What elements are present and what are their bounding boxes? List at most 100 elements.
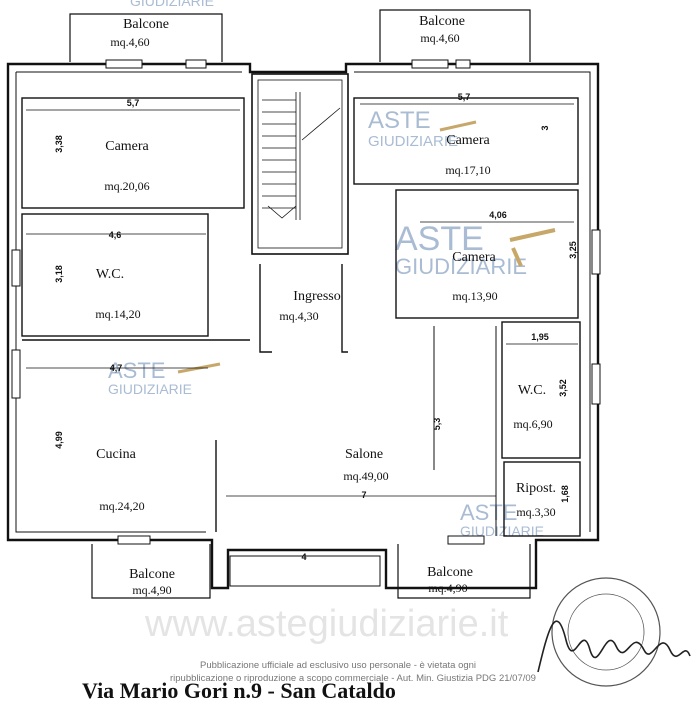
cucina-walls	[22, 339, 250, 532]
camera-top-left-area: mq.20,06	[104, 179, 149, 193]
window-top-left-2	[185, 59, 207, 69]
watermark-logo-mid: ASTE GIUDIZIARIE	[395, 220, 556, 279]
watermark-layer: www.astegiudiziarie.it ASTE GIUDIZIARIE …	[108, 0, 556, 645]
ingresso-area: mq.4,30	[279, 309, 318, 323]
watermark-brand-top: ASTE	[368, 107, 431, 134]
watermark-brand-bottom-2: GIUDIZIARIE	[395, 254, 527, 279]
watermark-brand-top-2: ASTE	[395, 220, 484, 258]
cucina-area: mq.24,20	[99, 499, 144, 513]
watermark-logo-left: ASTE GIUDIZIARIE	[108, 358, 221, 397]
window-top-right-2	[455, 59, 471, 69]
stairs-arrow	[267, 205, 297, 219]
stairwell-walls	[251, 73, 349, 255]
balcone-bottom-right-area: mq.4,90	[428, 581, 467, 595]
signature-mark	[537, 620, 691, 673]
salone-area: mq.49,00	[343, 469, 388, 483]
dim-camera-right-height: 3	[540, 125, 550, 130]
dim-camera-mid-height: 3,25	[568, 241, 578, 259]
dim-camera-left-height: 3,38	[54, 135, 64, 153]
dim-camera-left-width: 5,7	[127, 98, 140, 108]
dim-wc-right-width: 1,95	[531, 332, 549, 342]
stairwell-inner	[257, 79, 343, 249]
wc-right-area: mq.6,90	[513, 417, 552, 431]
balcone-bottom-right-name: Balcone	[427, 565, 473, 580]
dim-wc-left-height: 3,18	[54, 265, 64, 283]
wc-right-name: W.C.	[518, 383, 546, 398]
dimension-labels: 5,7 3,38 5,7 3 4,6 3,18 4,06 3,25 4,7 4,…	[54, 92, 578, 562]
salone-name: Salone	[345, 447, 383, 462]
camera-top-right-walls	[353, 97, 579, 185]
window-left-wc	[11, 249, 21, 287]
balconies	[69, 9, 531, 599]
watermark-logo-header: GIUDIZIARIE	[130, 0, 214, 9]
salone-partitions	[433, 326, 497, 536]
stairs-break-line	[301, 107, 341, 141]
balcone-top-left-name: Balcone	[123, 17, 169, 32]
balcone-top-left-outline	[69, 13, 223, 62]
camera-mid-right-walls	[395, 189, 579, 319]
dim-salone-height: 5,3	[432, 418, 442, 431]
watermark-brand-bottom-4: GIUDIZIARIE	[460, 523, 544, 539]
outer-wall	[6, 62, 600, 590]
dim-camera-mid-width: 4,06	[489, 210, 507, 220]
room-labels: Balcone mq.4,60 Balcone mq.4,60 Camera m…	[95, 14, 556, 597]
watermark-brand-top-3: ASTE	[108, 358, 165, 383]
wc-left-walls	[21, 213, 209, 337]
balcone-bottom-left-name: Balcone	[129, 567, 175, 582]
wc-right-walls	[501, 321, 581, 459]
window-bottom-cucina	[117, 535, 151, 545]
address-title: Via Mario Gori n.9 - San Cataldo	[82, 678, 396, 703]
window-left-cucina	[11, 349, 21, 399]
stairs-left-steps	[262, 99, 296, 209]
wc-left-name: W.C.	[96, 267, 124, 282]
watermark-brand-bottom-3: GIUDIZIARIE	[108, 381, 192, 397]
window-top-left	[105, 59, 143, 69]
window-right-wc	[591, 363, 601, 405]
dim-camera-right-width: 5,7	[458, 92, 471, 102]
inner-wall-line	[15, 71, 591, 533]
watermark-brand-bottom: GIUDIZIARIE	[368, 133, 458, 150]
camera-top-left-walls	[21, 97, 245, 209]
stamp-outer-ring	[551, 577, 661, 687]
corridor-strip	[229, 555, 381, 587]
camera-top-right-name: Camera	[446, 133, 490, 148]
dim-wc-left-width: 4,6	[109, 230, 122, 240]
watermark-brand-top-4: ASTE	[460, 500, 517, 525]
ingresso-walls	[259, 264, 348, 353]
balcone-bottom-left-outline	[91, 544, 211, 599]
notice-line-1: Pubblicazione ufficiale ad esclusivo uso…	[200, 660, 476, 671]
stairs-handrail	[295, 92, 301, 220]
watermark-logo-top: ASTE GIUDIZIARIE	[368, 107, 477, 150]
camera-top-right-area: mq.17,10	[445, 163, 490, 177]
camera-mid-right-area: mq.13,90	[452, 289, 497, 303]
stairs	[262, 92, 341, 220]
window-top-right	[411, 59, 449, 69]
window-right-camera	[591, 229, 601, 275]
balcone-top-right-outline	[379, 9, 531, 62]
camera-mid-right-name: Camera	[452, 250, 496, 265]
window-bottom-salone	[447, 535, 485, 545]
balcone-bottom-left-area: mq.4,90	[132, 583, 171, 597]
dim-corridor-width: 4	[301, 552, 306, 562]
dim-salone-width: 7	[361, 490, 366, 500]
camera-top-left-name: Camera	[105, 139, 149, 154]
ingresso-name: Ingresso	[293, 289, 340, 304]
gavel-icon-2	[509, 228, 556, 267]
balcone-top-left-area: mq.4,60	[110, 35, 149, 49]
notice-line-2: ripubblicazione o riproduzione a scopo c…	[170, 673, 536, 684]
ripost-name: Ripost.	[516, 481, 556, 496]
ripost-area: mq.3,30	[516, 505, 555, 519]
cucina-name: Cucina	[96, 447, 136, 462]
balcone-top-right-area: mq.4,60	[420, 31, 459, 45]
balcone-top-right-name: Balcone	[419, 14, 465, 29]
wc-left-area: mq.14,20	[95, 307, 140, 321]
gavel-icon	[439, 120, 477, 132]
official-stamp	[551, 577, 661, 687]
walls	[6, 62, 600, 590]
balcone-bottom-right-outline	[397, 544, 531, 599]
dim-wc-right-height: 3,52	[558, 379, 568, 397]
footer: Pubblicazione ufficiale ad esclusivo uso…	[82, 660, 536, 703]
room-dim-lines	[26, 103, 578, 345]
dim-cucina-height: 4,99	[54, 431, 64, 449]
